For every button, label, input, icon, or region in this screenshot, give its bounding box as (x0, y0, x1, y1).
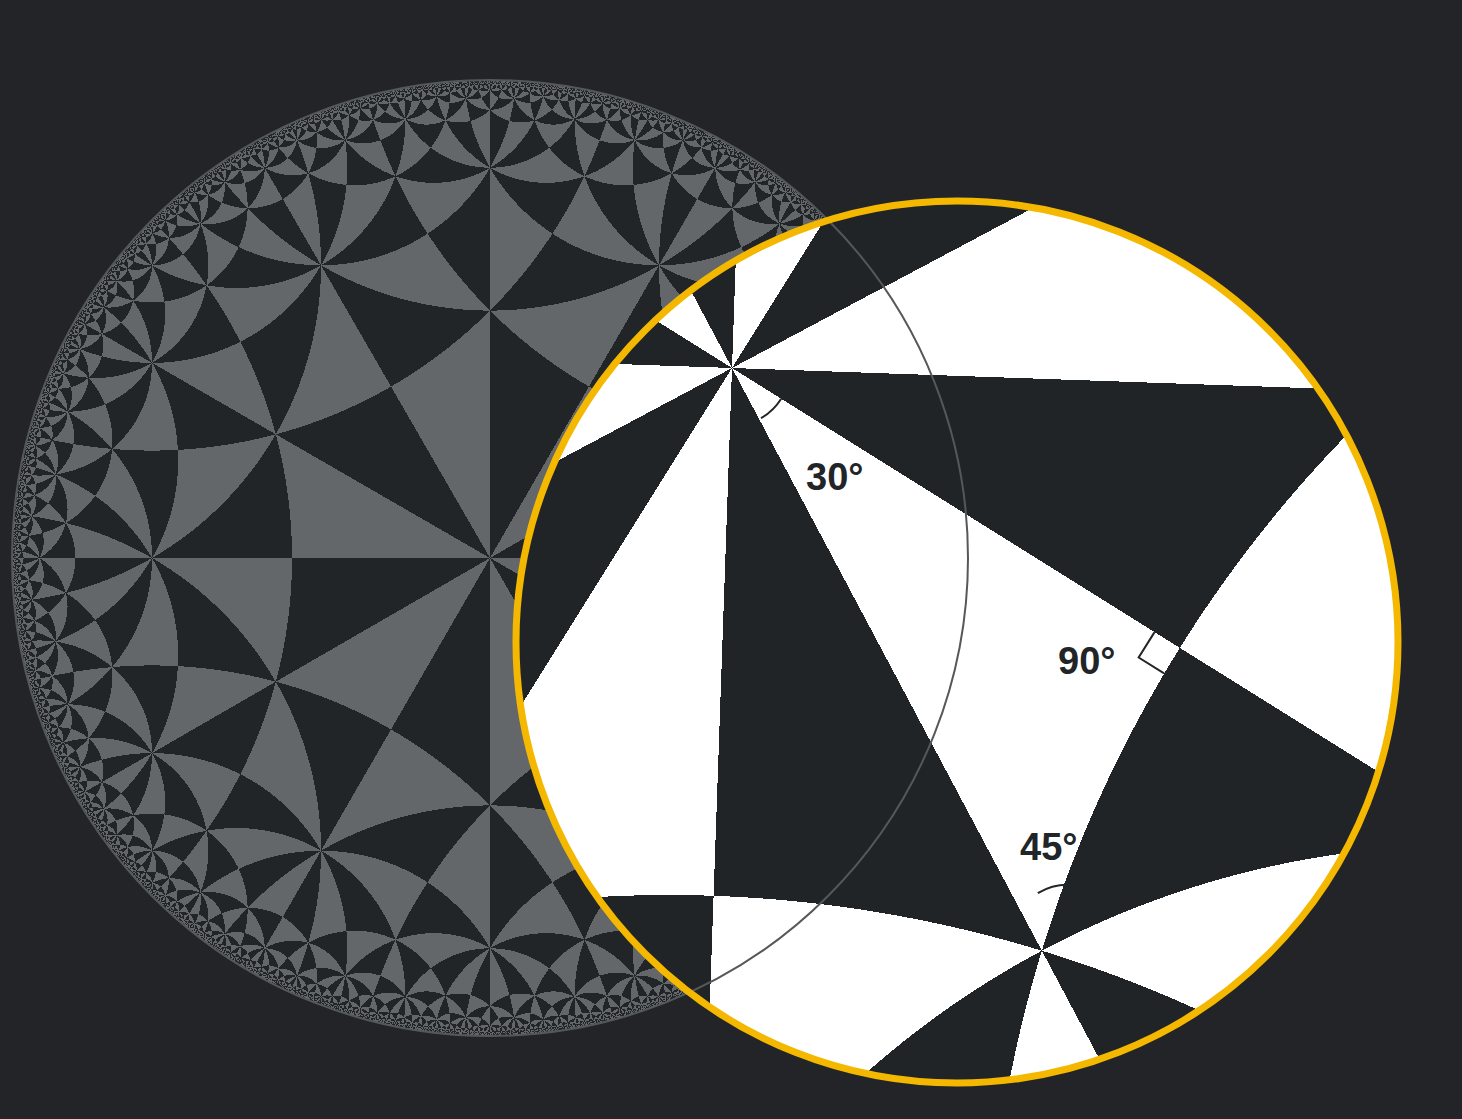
angle-label: 45° (1020, 828, 1077, 866)
angle-arc (1038, 885, 1084, 893)
angle-label: 30° (806, 458, 863, 496)
angle-arc (761, 399, 781, 418)
angle-marks (761, 399, 1164, 893)
angle-label: 90° (1058, 642, 1115, 680)
right-angle-marker (1139, 632, 1164, 673)
magnifier-ring (516, 201, 1398, 1083)
